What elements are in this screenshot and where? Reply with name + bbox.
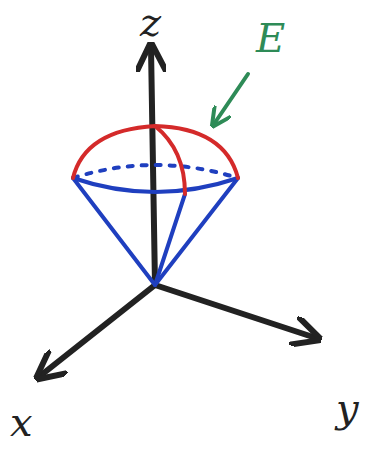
axes: [40, 48, 316, 376]
axis-label: z: [140, 2, 161, 42]
callout-label: E: [256, 18, 285, 58]
axis-label: x: [10, 402, 33, 442]
axis-label: y: [336, 388, 359, 428]
cone: [73, 165, 238, 285]
spherical-cap: [73, 126, 238, 194]
pointer-arrow: [214, 74, 248, 124]
